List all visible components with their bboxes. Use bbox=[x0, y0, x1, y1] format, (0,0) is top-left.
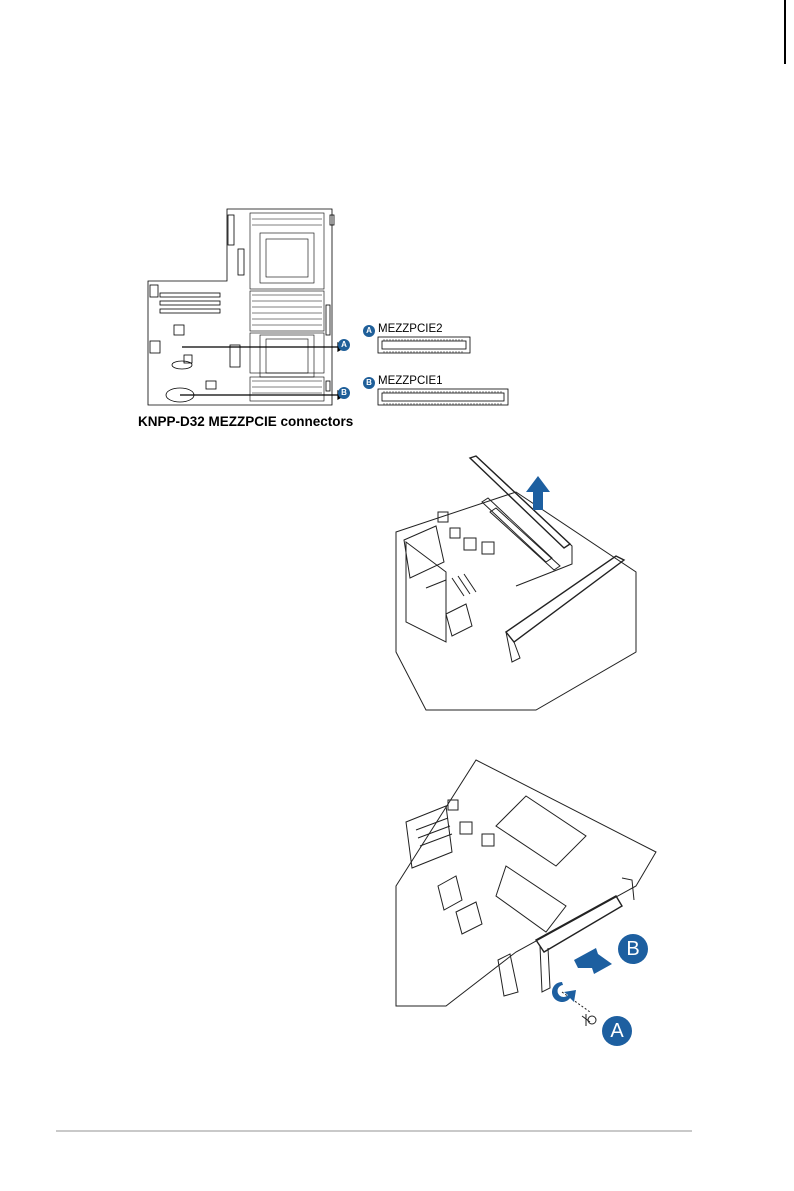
connector-label-mezzpcie2: MEZZPCIE2 bbox=[378, 323, 443, 335]
riser-lift-illustration bbox=[386, 452, 646, 714]
page-edge-mark bbox=[784, 0, 786, 64]
callout-b: B bbox=[618, 934, 648, 964]
callout-a: A bbox=[602, 1016, 632, 1046]
screw-removal-illustration: B A bbox=[386, 756, 666, 1056]
screw-removal-drawing bbox=[386, 756, 666, 1056]
pull-arrow-icon bbox=[574, 948, 612, 974]
rotate-arrow-icon bbox=[552, 982, 576, 1002]
connector-badge-b: B bbox=[338, 387, 350, 399]
connector-badge-a-label: A bbox=[363, 325, 375, 337]
riser-lift-drawing bbox=[386, 452, 646, 714]
footer-rule bbox=[56, 1130, 692, 1132]
motherboard-diagram bbox=[140, 205, 520, 415]
connector-badge-a: A bbox=[338, 339, 350, 351]
connector-badge-b-label: B bbox=[363, 377, 375, 389]
figure-caption: KNPP-D32 MEZZPCIE connectors bbox=[138, 414, 353, 429]
connector-label-mezzpcie1: MEZZPCIE1 bbox=[378, 375, 443, 387]
motherboard-layout-figure: A A MEZZPCIE2 B B MEZZPCIE1 bbox=[140, 205, 520, 435]
up-arrow-icon bbox=[526, 476, 550, 510]
